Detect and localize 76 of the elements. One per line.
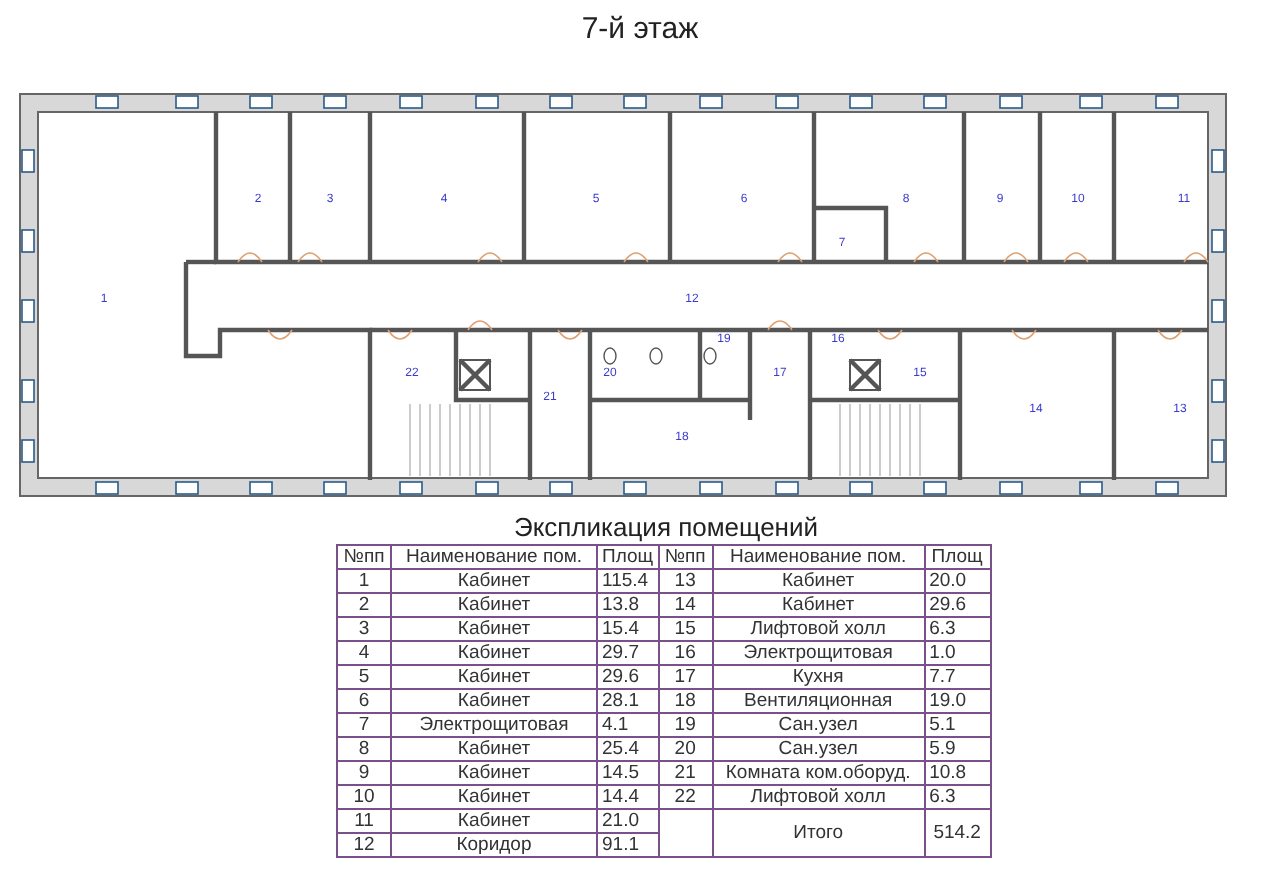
area-value: 5.1 [924,713,991,737]
area-value: 4.1 [597,713,659,737]
row-number: 18 [658,689,713,713]
room-name: Кабинет [712,593,925,617]
room-name: Кабинет [391,785,597,809]
row-number: 11 [337,809,391,833]
room-name: Электрощитовая [712,641,925,665]
area-value: 91.1 [597,833,659,857]
row-number: 14 [658,593,713,617]
area-value: 29.7 [597,641,659,665]
room-name: Вентиляционная [712,689,925,713]
area-value: 5.9 [924,737,991,761]
row-number: 7 [337,713,391,737]
area-value: 21.0 [597,809,659,833]
row-number: 15 [658,617,713,641]
room-name: Кабинет [391,737,597,761]
area-value: 6.3 [924,617,991,641]
room-name: Кабинет [391,593,597,617]
row-number: 6 [337,689,391,713]
area-value: 1.0 [924,641,991,665]
room-name: Кабинет [391,665,597,689]
row-number: 3 [337,617,391,641]
total-label: Итого [712,809,925,857]
column-header: Площ [597,545,659,569]
column-header: Площ [924,545,991,569]
row-number: 5 [337,665,391,689]
area-value: 115.4 [597,569,659,593]
row-number: 10 [337,785,391,809]
room-name: Кабинет [391,689,597,713]
area-value: 25.4 [597,737,659,761]
row-number: 17 [658,665,713,689]
column-header: Наименование пом. [712,545,925,569]
room-name: Комната ком.оборуд. [712,761,925,785]
table-heading: Экспликация помещений [511,512,821,542]
room-name: Кабинет [391,569,597,593]
area-value: 29.6 [597,665,659,689]
room-name: Электрощитовая [391,713,597,737]
row-number: 9 [337,761,391,785]
room-name: Сан.узел [712,737,925,761]
room-name: Кухня [712,665,925,689]
row-number: 16 [658,641,713,665]
area-value: 13.8 [597,593,659,617]
area-value: 19.0 [924,689,991,713]
area-value: 29.6 [924,593,991,617]
room-name: Сан.узел [712,713,925,737]
room-name: Лифтовой холл [712,785,925,809]
room-name: Кабинет [712,569,925,593]
room-name: Кабинет [391,641,597,665]
area-value: 6.3 [924,785,991,809]
area-value: 14.5 [597,761,659,785]
room-name: Коридор [391,833,597,857]
row-number: 1 [337,569,391,593]
area-value: 10.8 [924,761,991,785]
row-number: 21 [658,761,713,785]
column-header: №пп [337,545,391,569]
row-number: 2 [337,593,391,617]
area-value: 15.4 [597,617,659,641]
row-number: 13 [658,569,713,593]
room-name: Лифтовой холл [712,617,925,641]
room-name: Кабинет [391,809,597,833]
row-number: 20 [658,737,713,761]
row-number: 22 [658,785,713,809]
row-number: 8 [337,737,391,761]
row-number: 19 [658,713,713,737]
room-name: Кабинет [391,761,597,785]
room-name: Кабинет [391,617,597,641]
page-title: 7-й этаж [579,12,701,46]
area-value: 20.0 [924,569,991,593]
column-header: №пп [658,545,713,569]
area-value: 28.1 [597,689,659,713]
row-number: 4 [337,641,391,665]
area-value: 7.7 [924,665,991,689]
column-header: Наименование пом. [391,545,597,569]
area-value: 14.4 [597,785,659,809]
row-number: 12 [337,833,391,857]
total-area: 514.2 [924,809,991,857]
